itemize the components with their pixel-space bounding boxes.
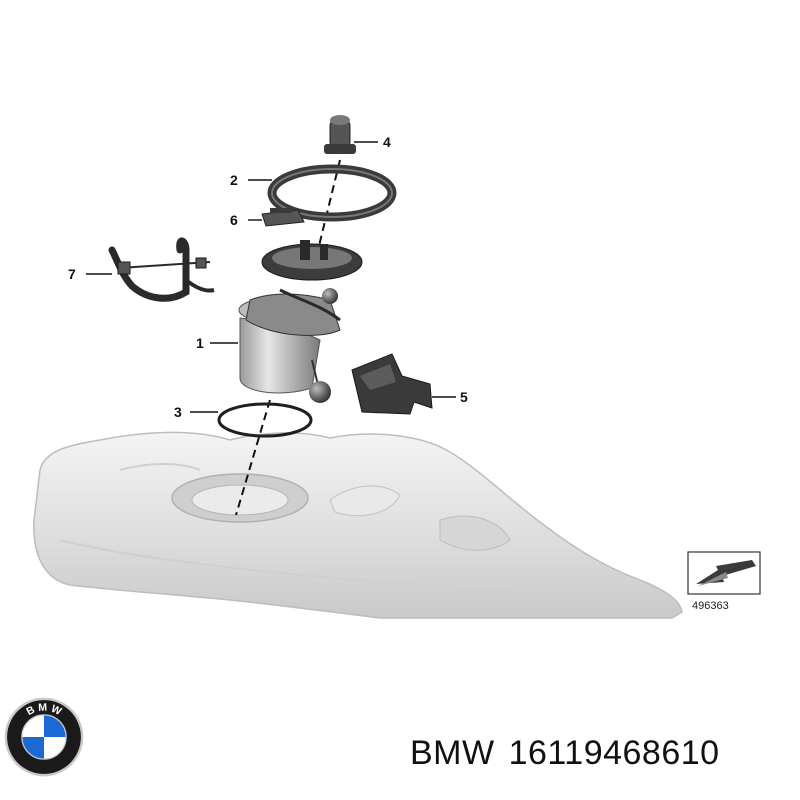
callout-6: 6	[230, 212, 238, 228]
callout-7: 7	[68, 266, 76, 282]
footer-caption: BMW 16119468610	[410, 734, 734, 773]
callout-1: 1	[196, 335, 204, 351]
part-2-locking-ring	[267, 164, 397, 222]
callout-5: 5	[460, 389, 468, 405]
reference-number: 496363	[692, 600, 729, 612]
pump-flange	[261, 240, 363, 281]
fuel-tank	[33, 431, 683, 619]
leader-lines	[86, 141, 456, 413]
callout-2: 2	[230, 172, 238, 188]
view-arrow-icon	[696, 560, 756, 586]
callout-4: 4	[383, 134, 391, 150]
part-1-fuel-pump-module	[238, 288, 341, 403]
part-5-bracket	[351, 353, 433, 415]
bmw-logo: B M W	[4, 697, 84, 777]
part-7-line-assembly	[108, 237, 215, 302]
svg-text:B M W: B M W	[24, 702, 64, 719]
part-3-seal-ring	[217, 402, 313, 438]
part-number: 16119468610	[508, 734, 720, 772]
part-6-connector	[261, 208, 305, 227]
reference-box: 496363	[687, 551, 761, 612]
callout-3: 3	[174, 404, 182, 420]
callout-labels: 1 2 3 4 5 6 7	[68, 134, 468, 420]
brand-name: BMW	[410, 734, 495, 772]
assembly-axis	[235, 159, 341, 516]
part-4-cap	[324, 115, 356, 154]
